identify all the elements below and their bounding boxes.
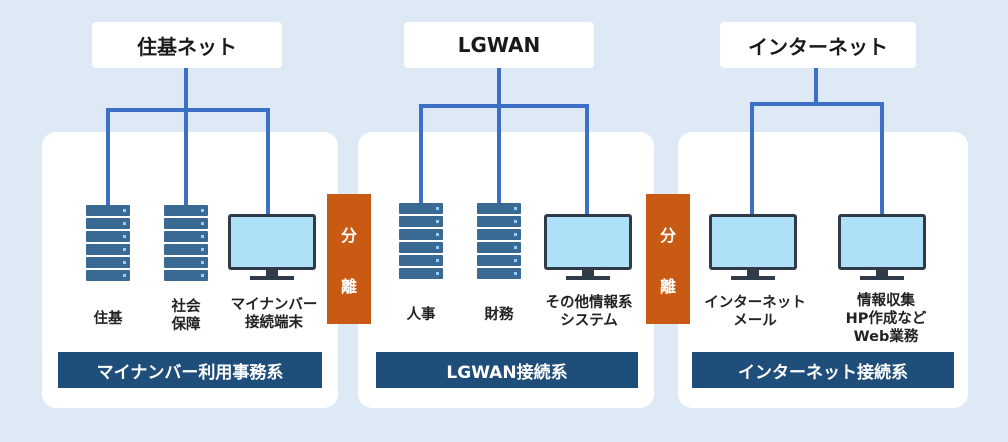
separator-char: 分 [340, 225, 357, 245]
device-label: マイナンバー 接続端末 [230, 297, 318, 331]
wire-lgwan-drop-3 [585, 104, 589, 216]
server-icon [477, 203, 521, 281]
monitor-icon [838, 214, 926, 280]
monitor-icon [544, 214, 632, 280]
wire-internet-drop-2 [880, 102, 884, 216]
footer-juki: マイナンバー利用事務系 [58, 352, 322, 388]
network-box-internet: インターネット [720, 22, 916, 68]
wire-juki-drop-3 [266, 108, 270, 216]
separator-2: 分 離 [646, 194, 690, 324]
wire-internet-bus [750, 102, 884, 106]
server-icon [399, 203, 443, 281]
footer-lgwan: LGWAN接続系 [376, 352, 638, 388]
wire-lgwan-drop-1 [419, 104, 423, 204]
footer-internet: インターネット接続系 [692, 352, 954, 388]
separator-char: 離 [659, 276, 676, 296]
wire-juki-drop-2 [184, 108, 188, 206]
wire-internet-trunk [814, 68, 818, 104]
device-label: 財務 [484, 307, 514, 323]
separator-char: 分 [659, 225, 676, 245]
network-box-juki: 住基ネット [92, 22, 282, 68]
wire-juki-bus [106, 108, 270, 112]
device-label: 社会 保障 [171, 299, 201, 333]
wire-juki-drop-1 [106, 108, 110, 206]
network-box-lgwan: LGWAN [404, 22, 594, 68]
device-label: 人事 [406, 307, 436, 323]
wire-juki-trunk [184, 68, 188, 110]
separator-char: 離 [340, 276, 357, 296]
monitor-icon [709, 214, 797, 280]
server-icon [86, 205, 130, 283]
wire-lgwan-trunk [497, 68, 501, 108]
monitor-icon [228, 214, 316, 280]
device-label: インターネット メール [704, 295, 806, 329]
device-label: その他情報系 システム [545, 295, 633, 329]
wire-lgwan-drop-2 [497, 104, 501, 204]
server-icon [164, 205, 208, 283]
wire-lgwan-bus [419, 104, 589, 108]
device-label: 住基 [93, 311, 123, 327]
wire-internet-drop-1 [750, 102, 754, 216]
device-label: 情報収集 HP作成など Web業務 [845, 293, 927, 345]
separator-1: 分 離 [327, 194, 371, 324]
